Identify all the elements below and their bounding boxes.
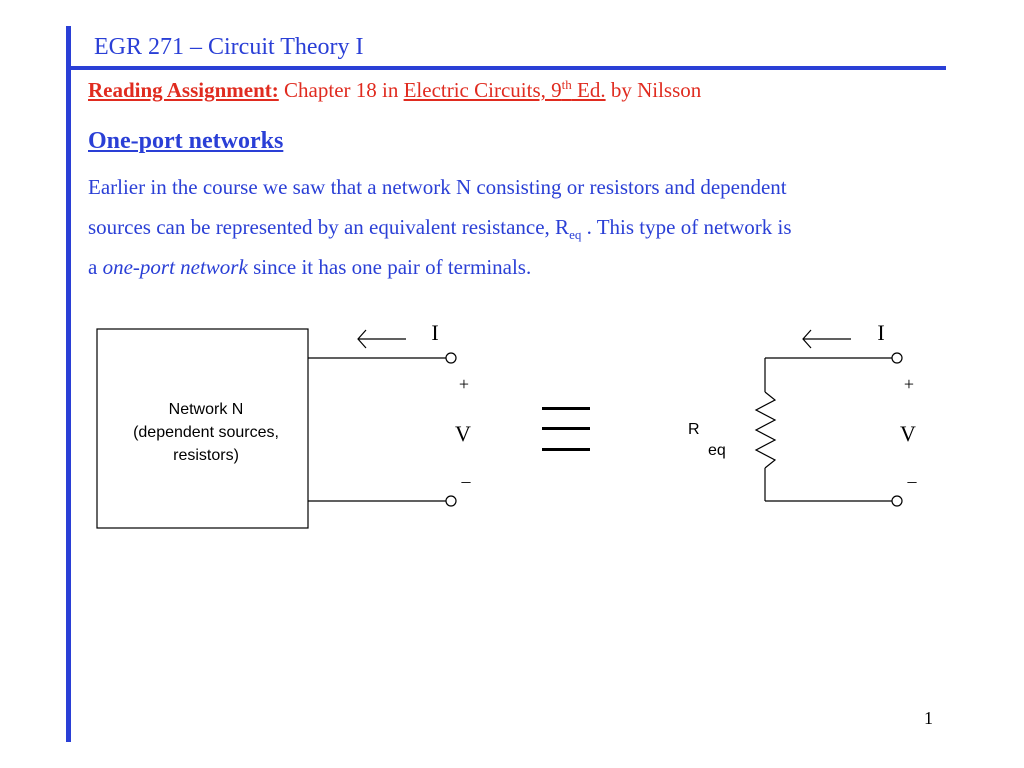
left-plus-sign: +	[459, 374, 469, 394]
right-plus-sign: +	[904, 374, 914, 394]
title-underline-bar	[70, 66, 946, 70]
resistor-label: R	[688, 421, 700, 438]
right-bottom-terminal	[891, 495, 903, 507]
slide-title: EGR 271 – Circuit Theory I	[94, 34, 364, 60]
right-current-arrow-icon	[802, 329, 851, 349]
equivalence-icon	[542, 407, 590, 451]
right-current-label: I	[877, 320, 884, 345]
book-title: Electric Circuits, 9th Ed.	[404, 78, 606, 102]
left-voltage-label: V	[455, 421, 471, 446]
left-current-label: I	[431, 320, 438, 345]
reading-assignment-pre: Chapter 18 in	[284, 78, 404, 102]
paragraph-line-3: a one-port network since it has one pair…	[88, 252, 988, 292]
paragraph-line-1: Earlier in the course we saw that a netw…	[88, 175, 787, 199]
reading-assignment-label: Reading Assignment:	[88, 78, 279, 102]
network-label-line1: Network N	[169, 401, 244, 418]
left-bottom-terminal	[445, 495, 457, 507]
paragraph-line-2-pre: sources can be represented by an equival…	[88, 215, 570, 239]
paragraph-line-3-pre: a	[88, 255, 103, 279]
right-minus-sign: –	[907, 471, 918, 491]
req-subscript: eq	[569, 227, 582, 243]
reading-assignment-post: by Nilsson	[605, 78, 702, 102]
right-voltage-label: V	[900, 421, 916, 446]
page-number: 1	[924, 708, 933, 728]
network-label-line2: (dependent sources,	[133, 424, 279, 441]
left-accent-bar	[66, 26, 71, 742]
section-heading: One-port networks	[88, 128, 284, 154]
book-edition-text: Ed.	[571, 78, 606, 102]
left-top-terminal	[445, 352, 457, 364]
right-top-terminal	[891, 352, 903, 364]
reading-assignment: Reading Assignment: Chapter 18 in Electr…	[88, 78, 701, 103]
book-title-text: Electric Circuits, 9	[403, 78, 562, 102]
left-current-arrow-icon	[357, 329, 406, 349]
resistor-label-sub: eq	[708, 442, 726, 459]
network-label-line3: resistors)	[173, 447, 239, 464]
paragraph-line-2: sources can be represented by an equival…	[88, 212, 988, 252]
one-port-term: one-port network	[102, 255, 248, 279]
resistor-icon	[754, 391, 777, 469]
network-box	[96, 328, 309, 529]
body-paragraph: Earlier in the course we saw that a netw…	[88, 172, 988, 292]
paragraph-line-2-post: . This type of network is	[581, 215, 792, 239]
book-edition-sup: th	[561, 77, 572, 92]
left-minus-sign: –	[461, 471, 472, 491]
paragraph-line-3-post: since it has one pair of terminals.	[247, 255, 532, 279]
